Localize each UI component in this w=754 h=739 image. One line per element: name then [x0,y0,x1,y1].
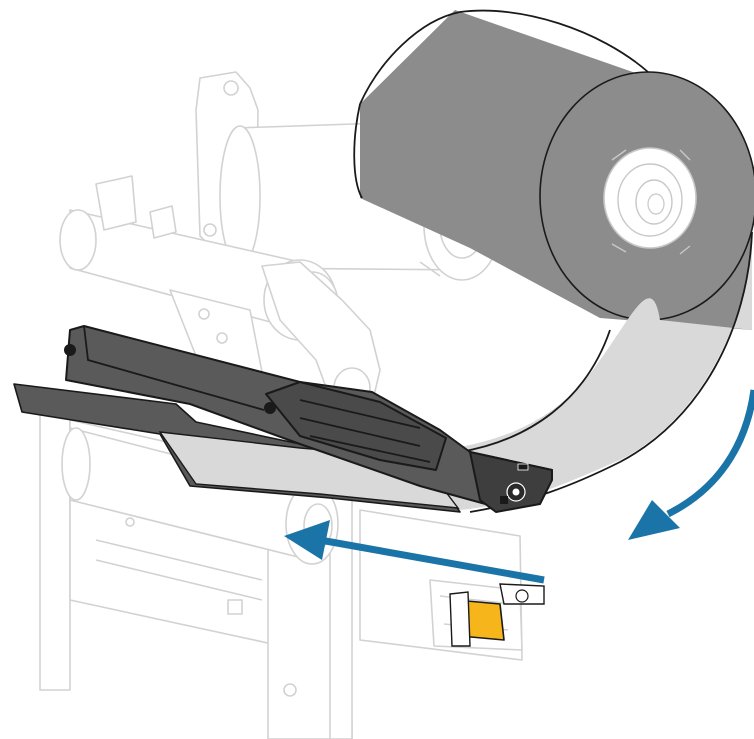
printhead-assembly [64,325,553,513]
threading-direction-arrow [284,520,545,584]
ribbon-strip [13,230,753,513]
ribbon-roll [353,9,754,330]
printhead-lever-arm [169,261,381,417]
takeup-bracket [95,175,177,239]
printhead-screw-mid [264,402,276,414]
printhead-latch [449,583,545,647]
printhead-screw-left [64,344,76,356]
ribbon-path-arrow [628,389,754,540]
